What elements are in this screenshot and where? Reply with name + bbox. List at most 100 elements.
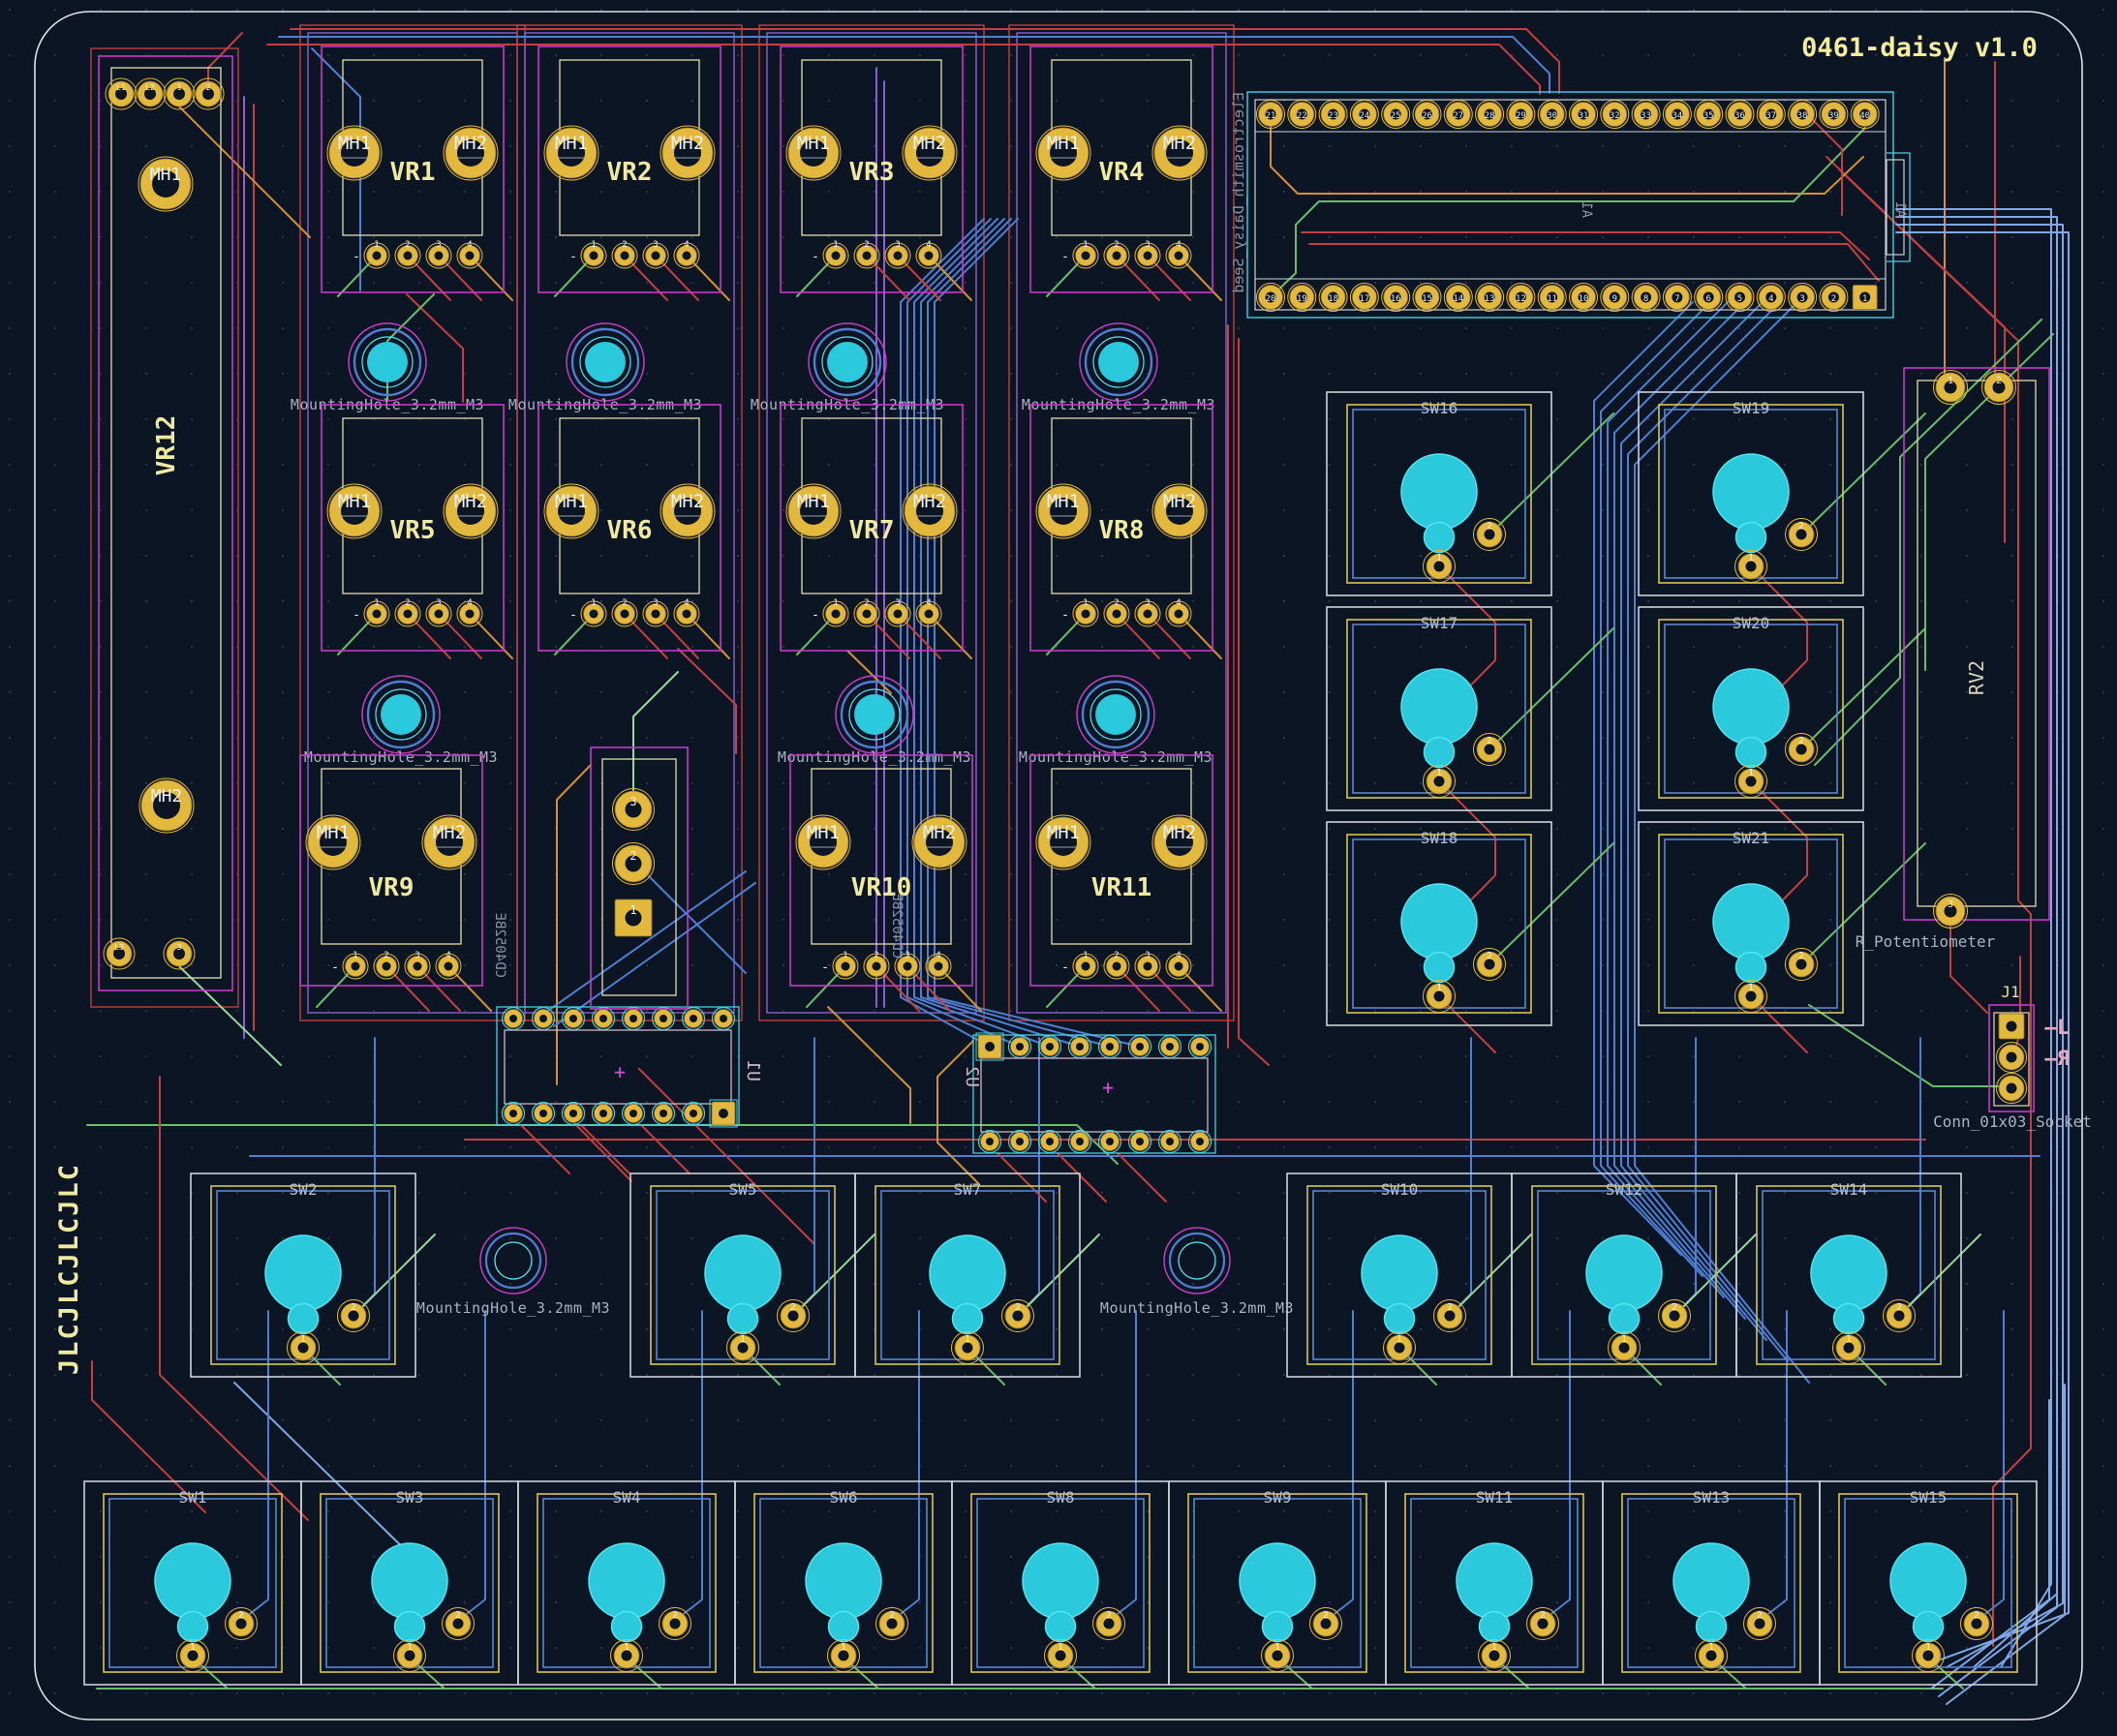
pad[interactable] [1725, 283, 1755, 312]
trace[interactable] [934, 218, 1141, 1048]
trace[interactable] [1898, 1233, 1981, 1317]
trace[interactable] [178, 965, 282, 1066]
pad[interactable] [673, 242, 700, 269]
pad[interactable] [1412, 100, 1442, 129]
keycap-stem[interactable] [951, 1302, 984, 1335]
footprint-u2[interactable]: +U2 [962, 1032, 1216, 1154]
keycap-stem[interactable] [1423, 736, 1456, 769]
pad-1-square[interactable] [614, 898, 653, 937]
trace[interactable] [1308, 243, 1880, 282]
pad[interactable] [1526, 1607, 1559, 1640]
pad[interactable] [1996, 1073, 2027, 1104]
pad[interactable] [1010, 1132, 1029, 1151]
mh-pad[interactable] [902, 483, 958, 539]
keycap-circle[interactable] [1400, 668, 1478, 746]
pad[interactable] [103, 937, 136, 970]
pad[interactable] [425, 600, 452, 627]
keycap-circle[interactable] [1712, 668, 1790, 746]
pad[interactable] [673, 600, 700, 627]
pad[interactable] [580, 600, 607, 627]
pad[interactable] [624, 1104, 643, 1123]
pad[interactable] [1473, 948, 1506, 981]
pad[interactable] [1423, 980, 1456, 1013]
keycap-stem[interactable] [726, 1302, 759, 1335]
footprint-3pad-connector[interactable]: 321 [590, 746, 689, 1010]
trace[interactable] [1895, 231, 2070, 1668]
pad[interactable] [1658, 1299, 1691, 1332]
pad[interactable] [1734, 980, 1767, 1013]
pad[interactable] [1044, 1639, 1077, 1672]
pad[interactable] [827, 1639, 860, 1672]
pad[interactable] [915, 600, 942, 627]
pad[interactable] [1537, 100, 1567, 129]
trace[interactable] [846, 650, 892, 694]
pad[interactable] [1695, 1639, 1728, 1672]
pad[interactable] [1756, 100, 1786, 129]
pad[interactable] [342, 953, 369, 980]
pad[interactable] [915, 242, 942, 269]
keycap-circle[interactable] [1239, 1542, 1316, 1620]
mh-pad[interactable] [443, 125, 499, 181]
trace[interactable] [640, 1124, 690, 1174]
trace[interactable] [1808, 115, 1843, 216]
pad[interactable] [1600, 283, 1630, 312]
pad[interactable] [1261, 1639, 1294, 1672]
trace[interactable] [1016, 32, 1227, 1014]
keycap-stem[interactable] [1695, 1610, 1728, 1643]
pad[interactable] [1981, 370, 2016, 405]
pad[interactable] [1785, 733, 1818, 766]
keycap-circle[interactable] [1712, 453, 1790, 531]
pad[interactable] [659, 1607, 691, 1640]
pad[interactable] [894, 953, 921, 980]
trace[interactable] [927, 218, 1111, 1048]
pad[interactable] [822, 242, 849, 269]
pad[interactable] [884, 600, 911, 627]
pad[interactable] [1001, 1299, 1034, 1332]
pad[interactable] [534, 1009, 553, 1028]
trace[interactable] [240, 1310, 269, 1622]
mounting-hole[interactable] [1076, 675, 1155, 754]
pad[interactable] [1475, 283, 1505, 312]
pad[interactable] [394, 242, 421, 269]
pad[interactable] [1694, 283, 1724, 312]
mh-pad[interactable] [1151, 125, 1208, 181]
keycap-stem[interactable] [1423, 951, 1456, 984]
trace[interactable] [674, 1310, 703, 1622]
pad[interactable] [1256, 283, 1285, 312]
pad[interactable] [1569, 283, 1598, 312]
pad[interactable] [822, 600, 849, 627]
keycap-stem[interactable] [610, 1610, 643, 1643]
pad[interactable] [1608, 1331, 1641, 1364]
keycap-stem[interactable] [176, 1610, 209, 1643]
trace[interactable] [90, 47, 239, 1008]
pad[interactable] [1785, 948, 1818, 981]
pad[interactable] [1190, 1132, 1210, 1151]
mh-pad[interactable] [543, 125, 599, 181]
pad[interactable] [1506, 100, 1536, 129]
pad[interactable] [1134, 242, 1161, 269]
pad[interactable] [504, 1009, 523, 1028]
pad[interactable] [287, 1331, 320, 1364]
footprint-u1[interactable]: +U1 [496, 1006, 763, 1128]
pad[interactable] [1600, 100, 1630, 129]
pad[interactable] [1443, 283, 1473, 312]
trace[interactable] [1238, 338, 1270, 1066]
keycap-circle[interactable] [1712, 883, 1790, 960]
pad[interactable] [1912, 1639, 1945, 1672]
pad[interactable] [1381, 100, 1411, 129]
pad[interactable] [624, 1009, 643, 1028]
keycap-circle[interactable] [1672, 1542, 1750, 1620]
trace[interactable] [1627, 301, 1789, 1362]
trace[interactable] [1808, 1004, 2008, 1087]
